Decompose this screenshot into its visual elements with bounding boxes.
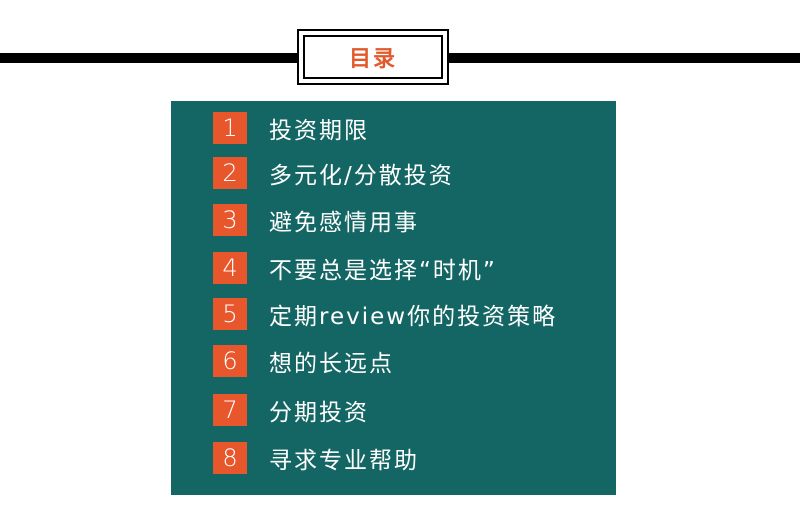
toc-item[interactable]: 6 想的长远点 <box>213 344 394 378</box>
toc-number-badge: 3 <box>213 204 247 236</box>
toc-number-badge: 7 <box>213 394 247 426</box>
title-box: 目录 <box>299 31 447 83</box>
toc-item-label: 不要总是选择“时机” <box>269 258 497 284</box>
toc-item[interactable]: 1 投资期限 <box>213 111 369 145</box>
toc-item-label: 避免感情用事 <box>269 210 419 236</box>
toc-item[interactable]: 3 避免感情用事 <box>213 203 419 237</box>
page-title: 目录 <box>348 47 397 72</box>
toc-panel: 1 投资期限 2 多元化/分散投资 3 避免感情用事 4 不要总是选择“时机” … <box>171 101 616 495</box>
toc-item-label: 投资期限 <box>269 118 369 144</box>
toc-item-label: 分期投资 <box>269 400 369 426</box>
toc-number-badge: 8 <box>213 442 247 474</box>
toc-item-label: 寻求专业帮助 <box>269 448 419 474</box>
toc-number-badge: 4 <box>213 252 247 284</box>
toc-item-label: 想的长远点 <box>269 351 394 377</box>
toc-item[interactable]: 4 不要总是选择“时机” <box>213 251 497 285</box>
toc-number-badge: 1 <box>213 112 247 144</box>
toc-number-badge: 5 <box>213 298 247 330</box>
toc-number-badge: 2 <box>213 157 247 189</box>
toc-item-label: 多元化/分散投资 <box>269 163 454 189</box>
toc-item-label: 定期review你的投资策略 <box>269 304 558 330</box>
toc-item[interactable]: 5 定期review你的投资策略 <box>213 297 557 331</box>
toc-item[interactable]: 8 寻求专业帮助 <box>213 441 419 475</box>
toc-item[interactable]: 2 多元化/分散投资 <box>213 156 454 190</box>
toc-number-badge: 6 <box>213 345 247 377</box>
toc-item[interactable]: 7 分期投资 <box>213 393 369 427</box>
